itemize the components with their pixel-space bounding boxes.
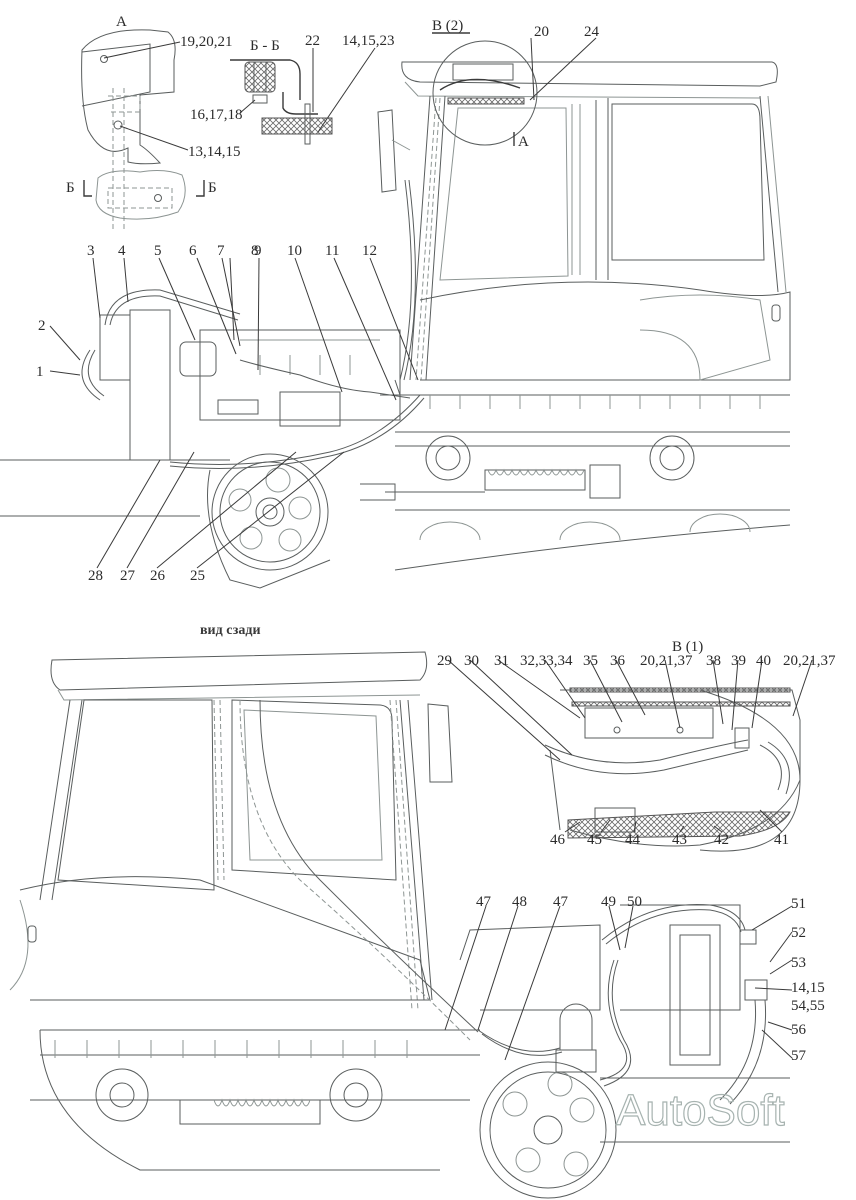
callout-41: 41	[774, 832, 789, 848]
callout-2: 2	[38, 318, 46, 334]
callout-42: 42	[714, 832, 729, 848]
callout-7: 7	[217, 243, 225, 259]
callout-48: 48	[512, 894, 527, 910]
callout-45: 45	[587, 832, 602, 848]
callout-28: 28	[88, 568, 103, 584]
callout-26: 26	[150, 568, 166, 584]
callout-54-55: 54,55	[791, 998, 825, 1014]
view-v1-title: В (1)	[672, 639, 703, 655]
callout-labels: 19,20,21 13,14,15 22 14,15,23 16,17,18 2…	[36, 24, 836, 1064]
callout-30: 30	[464, 653, 479, 669]
view-a-detail: А Б Б	[66, 14, 217, 230]
callout-56: 56	[791, 1022, 807, 1038]
view-v2-title: В (2)	[432, 18, 463, 34]
callout-9: 9	[254, 243, 262, 259]
callout-11: 11	[325, 243, 339, 259]
callout-53: 53	[791, 955, 806, 971]
section-marker-right: Б	[208, 180, 217, 196]
callout-24: 24	[584, 24, 600, 40]
callout-1: 1	[36, 364, 44, 380]
callout-44: 44	[625, 832, 641, 848]
callout-20-21-37-a: 20,21,37	[640, 653, 693, 669]
callout-35: 35	[583, 653, 598, 669]
callout-12: 12	[362, 243, 377, 259]
callout-51: 51	[791, 896, 806, 912]
callout-31: 31	[494, 653, 509, 669]
tractor-rear-view-bottom	[9, 651, 790, 1199]
watermark-logo: AutoSoft	[616, 1086, 785, 1135]
callout-40: 40	[756, 653, 771, 669]
section-title: Б - Б	[250, 38, 280, 54]
view-a-title: А	[116, 14, 127, 30]
callout-46: 46	[550, 832, 566, 848]
callout-47-a: 47	[476, 894, 492, 910]
callout-3: 3	[87, 243, 95, 259]
callout-10: 10	[287, 243, 302, 259]
view-v1-detail: В (1)	[544, 639, 801, 852]
callout-20-21-37-b: 20,21,37	[783, 653, 836, 669]
callout-38: 38	[706, 653, 721, 669]
callout-47-b: 47	[553, 894, 569, 910]
track-cleats-top	[399, 395, 761, 409]
callout-4: 4	[118, 243, 126, 259]
callout-13-14-15: 13,14,15	[188, 144, 241, 160]
tractor-side-view-top: А В (2)	[0, 18, 791, 589]
arrow-a-label: А	[518, 134, 529, 150]
callout-25: 25	[190, 568, 205, 584]
callout-27: 27	[120, 568, 136, 584]
callout-19-20-21: 19,20,21	[180, 34, 233, 50]
callout-36: 36	[610, 653, 626, 669]
section-marker-left: Б	[66, 180, 75, 196]
callout-52: 52	[791, 925, 806, 941]
callout-14-15-23: 14,15,23	[342, 33, 395, 49]
callout-5: 5	[154, 243, 162, 259]
callout-32-33-34: 32,33,34	[520, 653, 573, 669]
callout-50: 50	[627, 894, 642, 910]
rear-view-title: вид сзади	[200, 623, 261, 638]
callout-39: 39	[731, 653, 746, 669]
callout-22: 22	[305, 33, 320, 49]
leader-lines	[49, 37, 813, 1061]
callout-43: 43	[672, 832, 687, 848]
callout-49: 49	[601, 894, 616, 910]
callout-29: 29	[437, 653, 452, 669]
section-b-b-detail: Б - Б	[230, 38, 333, 145]
callout-20: 20	[534, 24, 549, 40]
callout-8: 8	[251, 243, 259, 259]
callout-16-17-18: 16,17,18	[190, 107, 243, 123]
callout-57: 57	[791, 1048, 807, 1064]
callout-6: 6	[189, 243, 197, 259]
callout-14-15: 14,15	[791, 980, 825, 996]
